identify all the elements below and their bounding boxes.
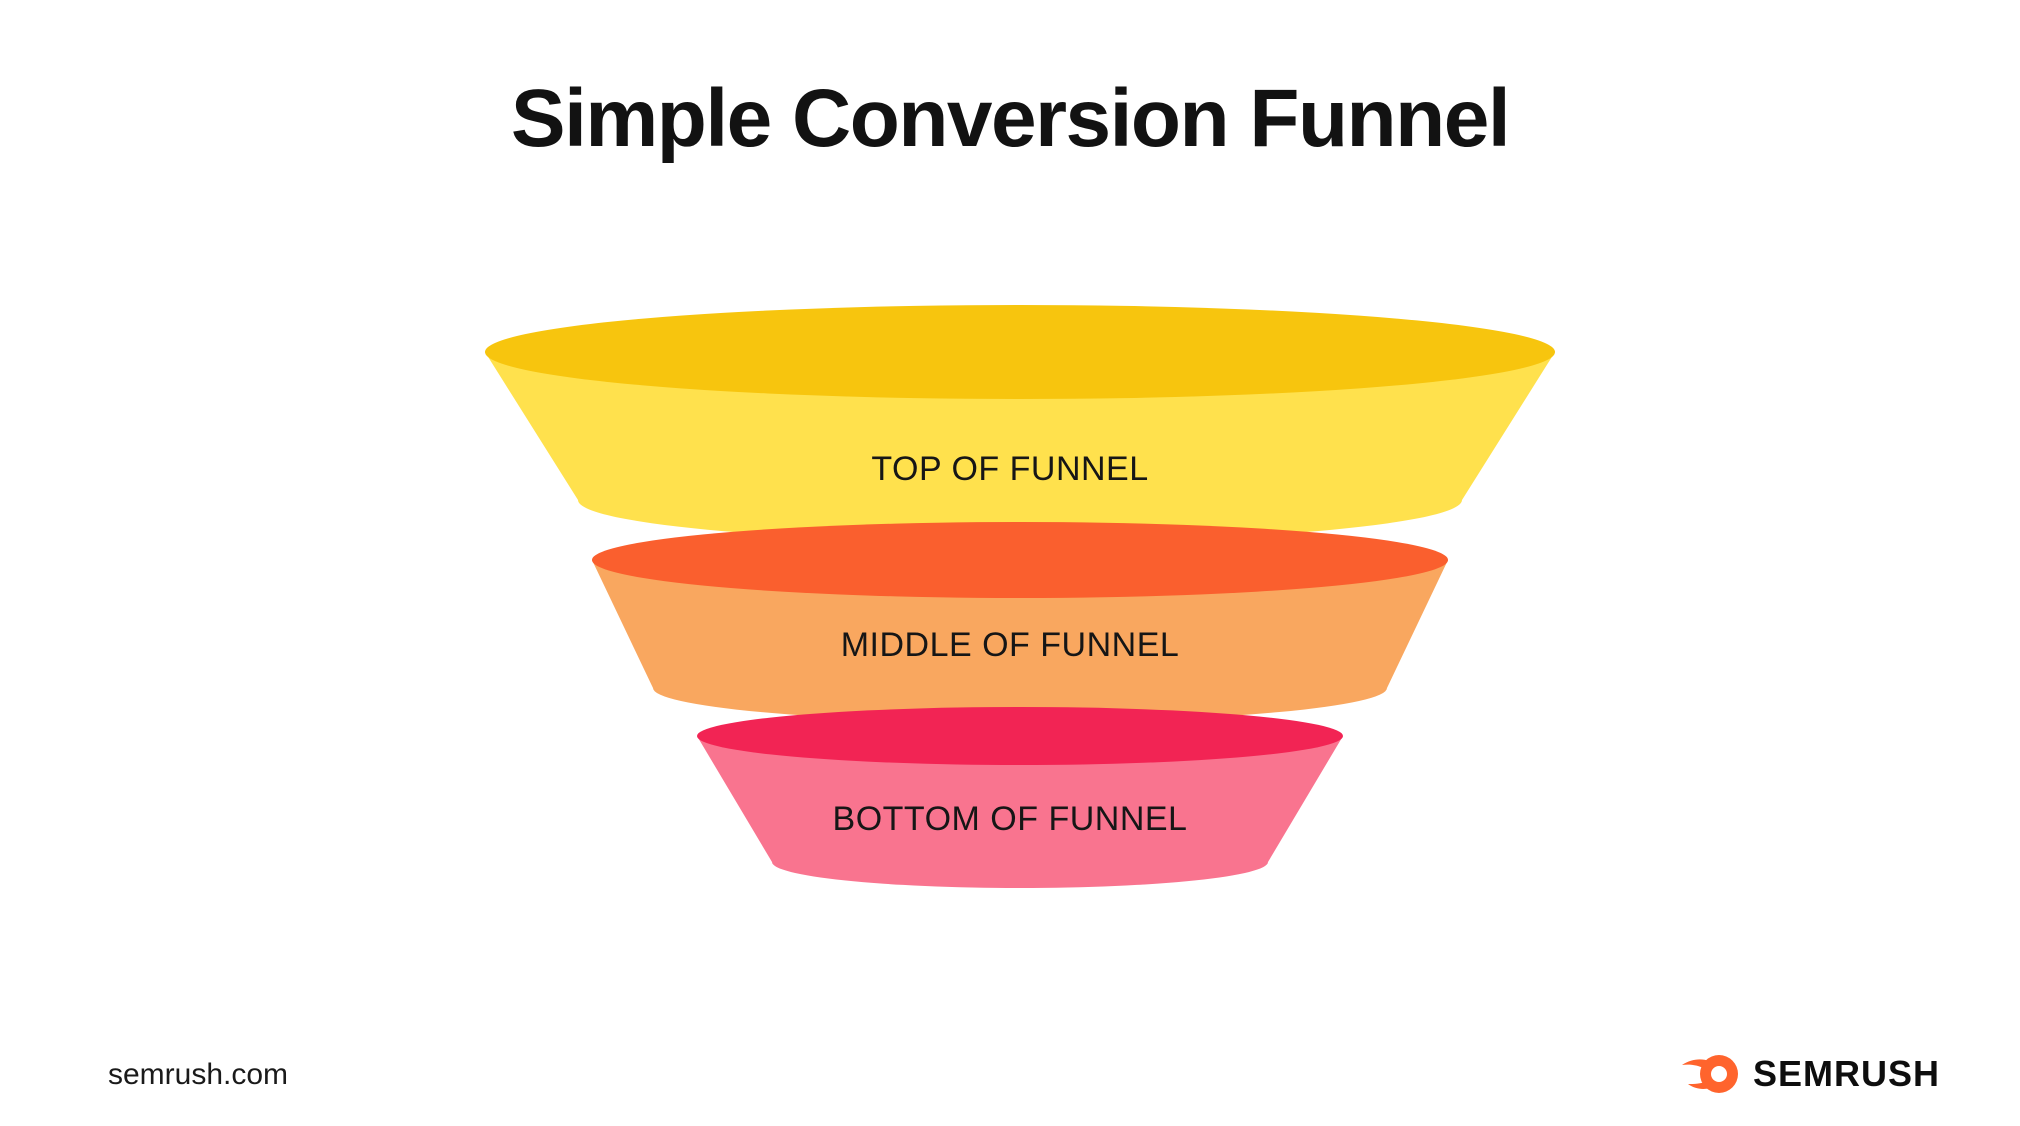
comet-tail-upper: [1681, 1059, 1709, 1069]
semrush-logo: SEMRUSH: [1681, 1050, 1940, 1098]
funnel-bottom-body: [697, 736, 1343, 888]
comet-eye: [1710, 1066, 1727, 1082]
funnel-middle-body: [592, 560, 1448, 722]
funnel-bottom-rim: [697, 707, 1343, 765]
funnel-top-body: [485, 352, 1555, 542]
brand-wordmark: SEMRUSH: [1752, 1053, 1940, 1094]
page-title: Simple Conversion Funnel: [510, 73, 1511, 164]
funnel-stage-label-top: TOP OF FUNNEL: [871, 450, 1149, 488]
funnel-middle-rim: [592, 522, 1448, 598]
comet-tail-lower: [1687, 1081, 1710, 1089]
funnel-top-rim: [485, 305, 1555, 399]
semrush-comet-icon: [1681, 1055, 1738, 1093]
funnel-stage-label-middle: MIDDLE OF FUNNEL: [840, 626, 1180, 664]
funnel-stage-label-bottom: BOTTOM OF FUNNEL: [832, 800, 1188, 838]
website-url: semrush.com: [108, 1058, 289, 1091]
